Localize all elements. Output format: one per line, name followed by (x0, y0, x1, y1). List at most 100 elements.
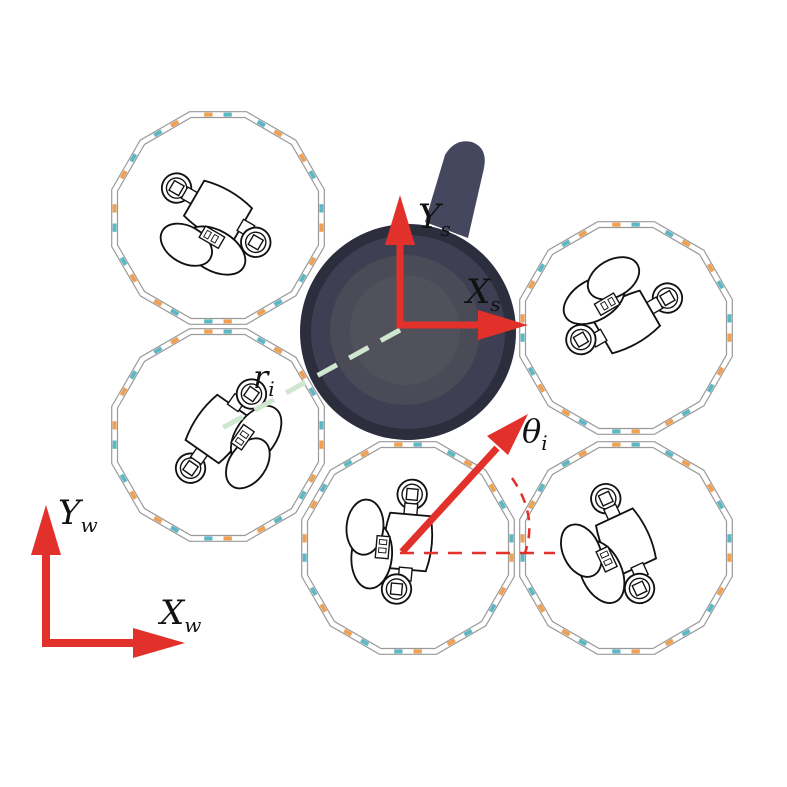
legged-robot-icon (541, 474, 676, 627)
magnet-mark (298, 273, 307, 283)
magnet-mark (273, 298, 283, 307)
magnet-mark (308, 170, 317, 180)
robot-rings (111, 111, 733, 655)
theta-i-dashed-lines (400, 477, 555, 555)
magnet-mark (170, 308, 180, 317)
magnet-mark (527, 586, 536, 596)
magnet-mark (308, 256, 317, 266)
magnet-mark (706, 603, 715, 613)
magnet-mark (153, 129, 163, 138)
magnet-mark (153, 298, 163, 307)
magnet-mark (488, 483, 497, 493)
y-s-label: Ys (418, 197, 451, 241)
x-w-label: Xw (157, 593, 201, 637)
magnet-mark (319, 483, 328, 493)
magnet-mark (119, 387, 128, 397)
magnet-mark (446, 638, 456, 647)
magnet-mark (446, 449, 456, 458)
magnet-mark (527, 366, 536, 376)
magnet-mark (706, 483, 715, 493)
legged-robot-icon (131, 159, 286, 299)
magnet-mark (319, 603, 328, 613)
theta-i-arrow (399, 414, 528, 555)
x-s-label: Xs (463, 272, 500, 316)
magnet-mark (308, 387, 317, 397)
magnet-mark (309, 586, 318, 596)
magnet-mark (153, 346, 163, 355)
magnet-mark (664, 229, 674, 238)
y-w-label: Yw (58, 493, 98, 537)
magnet-mark (256, 119, 266, 128)
legged-robot-icon (539, 235, 694, 375)
magnet-mark (308, 473, 317, 483)
magnet-mark (273, 346, 283, 355)
magnet-mark (360, 449, 370, 458)
magnet-mark (681, 408, 691, 417)
magnet-mark (256, 336, 266, 345)
magnet-mark (129, 490, 138, 500)
magnet-mark (273, 515, 283, 524)
magnet-mark (498, 586, 507, 596)
magnet-mark (488, 603, 497, 613)
magnet-mark (273, 129, 283, 138)
magnet-mark (463, 628, 473, 637)
magnet-mark (119, 170, 128, 180)
magnet-mark (716, 500, 725, 510)
magnet-mark (256, 308, 266, 317)
magnet-mark (153, 515, 163, 524)
ring (111, 328, 325, 542)
s-frame-axes (385, 195, 528, 340)
magnet-mark (578, 229, 588, 238)
magnet-mark (170, 119, 180, 128)
magnet-mark (170, 336, 180, 345)
magnet-mark (119, 256, 128, 266)
magnet-mark (498, 500, 507, 510)
magnet-mark (716, 366, 725, 376)
magnet-mark (256, 525, 266, 534)
magnet-mark (561, 459, 571, 468)
magnet-mark (664, 638, 674, 647)
magnet-mark (343, 628, 353, 637)
magnet-mark (309, 500, 318, 510)
magnet-mark (681, 459, 691, 468)
ring (519, 441, 733, 655)
magnet-mark (343, 459, 353, 468)
magnet-mark (706, 263, 715, 273)
theta-i-label: θi (522, 412, 548, 455)
r-i-label: ri (253, 358, 275, 401)
legged-robot-icon (161, 363, 307, 518)
ring (301, 441, 515, 655)
magnet-mark (537, 603, 546, 613)
magnet-mark (298, 490, 307, 500)
magnet-mark (463, 459, 473, 468)
magnet-mark (664, 449, 674, 458)
magnet-mark (537, 263, 546, 273)
legged-robot-icon (339, 473, 439, 608)
ring (111, 111, 325, 325)
magnet-mark (129, 153, 138, 163)
magnet-mark (298, 370, 307, 380)
magnet-mark (716, 280, 725, 290)
magnet-mark (170, 525, 180, 534)
magnet-mark (561, 239, 571, 248)
magnet-mark (129, 370, 138, 380)
magnet-mark (527, 500, 536, 510)
magnet-mark (119, 473, 128, 483)
mug (300, 224, 516, 440)
magnet-mark (578, 449, 588, 458)
magnet-mark (578, 638, 588, 647)
mug-handle (425, 141, 485, 238)
magnet-mark (664, 418, 674, 427)
magnet-mark (527, 280, 536, 290)
magnet-mark (537, 383, 546, 393)
magnet-mark (360, 638, 370, 647)
magnet-mark (129, 273, 138, 283)
magnet-mark (298, 153, 307, 163)
ring (519, 221, 733, 435)
magnet-mark (561, 408, 571, 417)
magnet-mark (578, 418, 588, 427)
world-frame-axes (31, 505, 185, 658)
magnet-mark (716, 586, 725, 596)
